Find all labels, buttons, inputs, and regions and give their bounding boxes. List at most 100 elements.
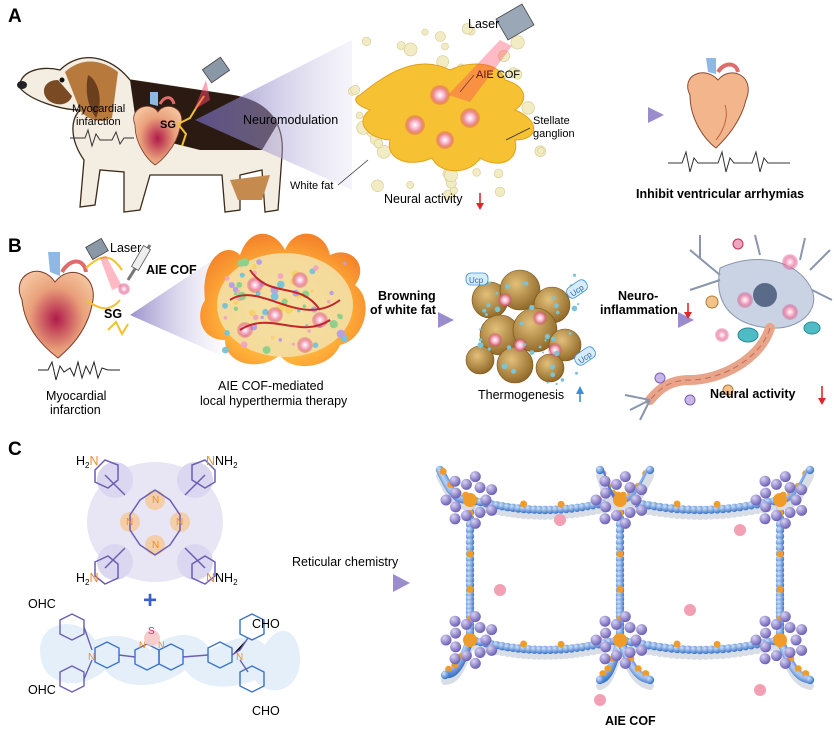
n-label-2: N	[126, 517, 133, 528]
myocardial-label-a-2: infarction	[76, 116, 121, 128]
mito-particle	[494, 306, 501, 313]
cof-n-atom	[520, 500, 528, 508]
cof-porphyrin-atom	[610, 478, 622, 490]
mito-particle	[529, 304, 535, 311]
neural-activity-label-b: Neural activity	[710, 387, 796, 401]
brown-fat-cluster	[465, 269, 582, 386]
fat-droplet	[494, 186, 506, 197]
n-label-4: N	[152, 540, 159, 551]
aie-cof-label-a: AIE COF	[476, 69, 520, 81]
cof-porphyrin-atom	[619, 611, 631, 623]
cof-porphyrin-atom	[760, 501, 772, 513]
cof-porphyrin-atom	[600, 641, 612, 653]
cof-porphyrin-atom	[599, 513, 611, 525]
laser-device-a2	[448, 3, 535, 102]
white-fat-label: White fat	[290, 180, 333, 192]
cof-linker-atom	[805, 675, 815, 685]
blob-particle	[313, 265, 319, 271]
cof-porphyrin-atom	[486, 624, 498, 636]
cof-n-atom	[557, 500, 565, 508]
cof-shadow	[806, 472, 814, 480]
cof-porphyrin-atom	[474, 647, 486, 658]
cof-porphyrin-atom	[610, 650, 622, 662]
fat-droplet	[361, 36, 372, 47]
cof-n-atom	[439, 468, 447, 475]
blob-particle	[236, 289, 241, 294]
cof-porphyrin-atom	[636, 644, 648, 656]
cof-shadow	[713, 651, 722, 660]
fat-droplet	[371, 179, 384, 193]
cof-porphyrin-atom	[440, 634, 452, 646]
cof-porphyrin-atom	[624, 482, 636, 493]
cof-shadow	[707, 651, 716, 660]
blob-particle	[343, 261, 347, 265]
magnify-cone-b	[130, 255, 220, 355]
myocardial-label-a-1: Myocardial	[72, 103, 125, 115]
cof-porphyrin-atom	[469, 471, 481, 483]
brown-adipocyte	[535, 353, 565, 383]
blob-particle	[228, 282, 235, 289]
heart-a	[133, 92, 183, 166]
mito-particle	[560, 378, 565, 382]
fat-droplet	[406, 181, 415, 189]
cof-s-atom	[494, 584, 506, 596]
cof-linker-atom	[645, 465, 655, 475]
myocardial-label-b-1: Myocardial	[46, 389, 106, 403]
blob-particle	[270, 335, 275, 340]
cof-node-core	[613, 493, 627, 507]
cof-porphyrin-atom	[474, 507, 486, 518]
ohc-bottom: OHC	[28, 683, 56, 697]
cof-linker-atom	[775, 532, 785, 541]
laser-label-b: Laser	[110, 241, 141, 255]
cof-particle	[297, 337, 313, 353]
cof-porphyrin-atom	[599, 475, 611, 487]
blob-particle	[307, 329, 311, 333]
cof-porphyrin-atom	[624, 507, 636, 518]
cof-porphyrin-atom	[760, 487, 772, 499]
cof-shadow	[806, 682, 814, 690]
mito-particle	[542, 351, 545, 354]
blob-particle	[233, 299, 239, 305]
ucp-tag-1: Ucp	[469, 276, 484, 285]
cof-n-atom	[673, 500, 681, 508]
therapy-label-2: local hyperthermia therapy	[200, 394, 348, 408]
aie-cof-label-c: AIE COF	[605, 714, 656, 728]
cof-particle	[498, 293, 512, 307]
cof-porphyrin-atom	[610, 618, 622, 630]
cof-porphyrin-atom	[784, 647, 796, 658]
blob-particle	[240, 341, 248, 349]
mito-particle	[550, 372, 556, 378]
blob-particle	[302, 304, 307, 309]
cof-shadow	[696, 512, 704, 520]
fat-droplet	[521, 101, 535, 115]
neural-activity-label-a: Neural activity	[384, 192, 463, 206]
mito-particle	[488, 281, 491, 285]
blob-particle	[291, 342, 295, 346]
blob-particle	[237, 259, 245, 267]
mito-particle	[568, 331, 572, 335]
fat-droplet	[472, 168, 481, 177]
blob-particle	[251, 264, 257, 270]
fat-droplet	[421, 28, 429, 36]
blob-particle	[234, 292, 238, 296]
blob-particle	[223, 316, 228, 320]
mito-particle	[484, 313, 488, 317]
cof-porphyrin-atom	[784, 622, 796, 633]
mito-particle	[575, 371, 578, 375]
fat-droplet	[355, 111, 364, 120]
cof-particle	[533, 311, 547, 325]
cof-porphyrin-atom	[449, 615, 461, 627]
cof-shadow	[707, 511, 716, 520]
cof-porphyrin-atom	[619, 471, 631, 483]
cof-particle	[247, 277, 263, 293]
laser-label-a: Laser	[468, 17, 499, 31]
cof-shadow	[684, 651, 693, 660]
cof-porphyrin-atom	[590, 634, 602, 646]
blob-particle	[222, 302, 228, 309]
cof-porphyrin-atom	[469, 657, 481, 669]
cof-node-core	[463, 493, 477, 507]
cof-porphyrin-atom	[469, 611, 481, 623]
cof-porphyrin-atom	[450, 627, 462, 639]
browning-label-1: Browning	[378, 289, 436, 303]
cof-porphyrin-atom	[796, 624, 808, 636]
